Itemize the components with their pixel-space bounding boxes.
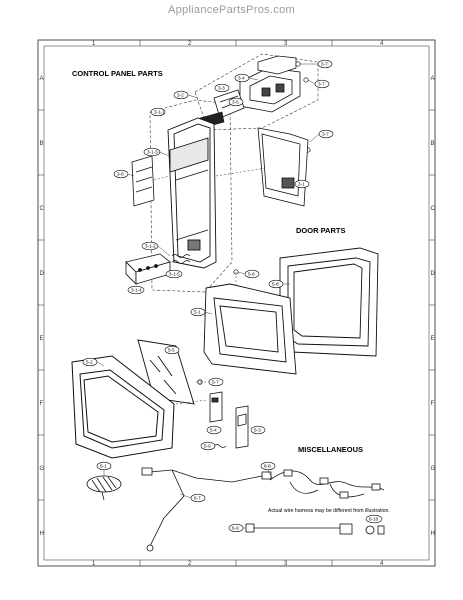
callout-label: 5-4 [210,428,217,433]
frame-side-letter: B [40,141,44,147]
section-title-misc: MISCELLANEOUS [298,445,363,454]
callout-label: 3-7 [321,62,328,67]
frame-top-number: 2 [188,41,192,47]
frame-side-letter: A [431,76,435,82]
section-title-control-panel: CONTROL PANEL PARTS [72,69,163,78]
frame-side-letter: D [40,271,45,277]
spring-part [171,254,191,264]
callout-bubble [164,345,180,355]
callout-label: 3-3 [218,86,225,91]
callout-label: 5-5 [168,348,175,353]
callout-label: 3-1-3 [147,150,158,155]
board-dashed-outline [194,53,319,131]
callout-label: 3-1-2 [145,244,156,249]
door-button-part [125,253,171,285]
power-board-part [257,127,309,207]
callout-bubble [165,269,183,279]
wire-harness-part [141,467,272,552]
callout-label: 3-1-4 [131,288,142,293]
frame-bottom-number: 3 [284,561,288,567]
frame-top-number: 3 [284,41,288,47]
keypad-part [131,155,155,207]
frame-side-letter: C [431,206,436,212]
frame-top-number: 1 [92,41,96,47]
callout-label: 3-7 [322,132,329,137]
callout-label: 3-1-1 [154,110,165,115]
callout-bubble [228,97,244,107]
frame-side-letter: E [40,336,44,342]
door-chassis-part [279,247,379,357]
outer-door-part [71,355,175,459]
callout-label: 3-5 [232,100,239,105]
frame-bottom-number: 1 [92,561,96,567]
callout-bubble [96,461,112,471]
frame-side-letter: G [40,466,45,472]
frame-bottom-number: 2 [188,561,192,567]
main-harness-part [269,469,385,499]
callout-label: 3-2 [177,93,184,98]
door-spring-part [213,444,227,448]
callout-label: 5-7 [212,380,219,385]
callout-bubble [260,461,276,471]
control-panel-dashed-outline [149,99,233,293]
callout-bubble [250,425,266,435]
callout-bubble [143,147,161,157]
harness-note: Actual wire harness may be different fro… [268,508,390,514]
frame-side-letter: D [431,271,436,277]
callout-label: 5-3 [254,428,261,433]
callout-bubble [294,179,310,189]
callout-label: 5-2 [86,360,93,365]
control-board-part [239,55,301,113]
callout-label: 6-7 [194,496,201,501]
frame-side-letter: A [40,76,44,82]
callout-label: 3-7 [318,82,325,87]
callout-bubble [150,107,166,117]
callout-bubble [214,83,230,93]
door-latch-part [197,379,249,449]
fuse-part [365,525,385,535]
frame-bottom-number: 4 [380,561,384,567]
frame-side-letter: F [40,401,44,407]
site-watermark: AppliancePartsPros.com [167,4,296,16]
drawing-frame-inner [43,45,430,561]
frame-side-letter: F [431,401,435,407]
callout-label: 6-8 [264,464,271,469]
callout-label: 5-1 [194,310,201,315]
frame-top-number: 4 [380,41,384,47]
frame-side-letter: B [431,141,435,147]
inner-door-part [203,283,297,375]
frame-side-letter: E [431,336,435,342]
drawing-frame-outer [37,39,436,567]
callout-label: 3-1-5 [169,272,180,277]
section-title-door: DOOR PARTS [296,226,345,235]
control-panel-frame-part [167,117,217,269]
callout-bubble [206,425,222,435]
frame-side-letter: H [431,531,435,537]
power-cord-part [245,523,353,535]
frame-side-letter: H [40,531,44,537]
callout-label: 6-10 [369,517,379,522]
callout-label: 5-9 [204,444,211,449]
frame-side-letter: G [431,466,436,472]
callout-label: 6-9 [232,526,239,531]
frame-side-letter: C [40,206,45,212]
callout-bubble [365,514,383,524]
callout-label: 5-8 [272,282,279,287]
callout-bubble [127,285,145,295]
callout-label: 3-6 [117,172,124,177]
callout-label: 6-1 [100,464,107,469]
callout-label: 5-6 [248,272,255,277]
callout-bubble [208,377,224,387]
callout-label: 3-1 [298,182,305,187]
turntable-grill-part [86,475,122,501]
callout-label: 3-4 [238,76,245,81]
callout-bubble [200,441,216,451]
